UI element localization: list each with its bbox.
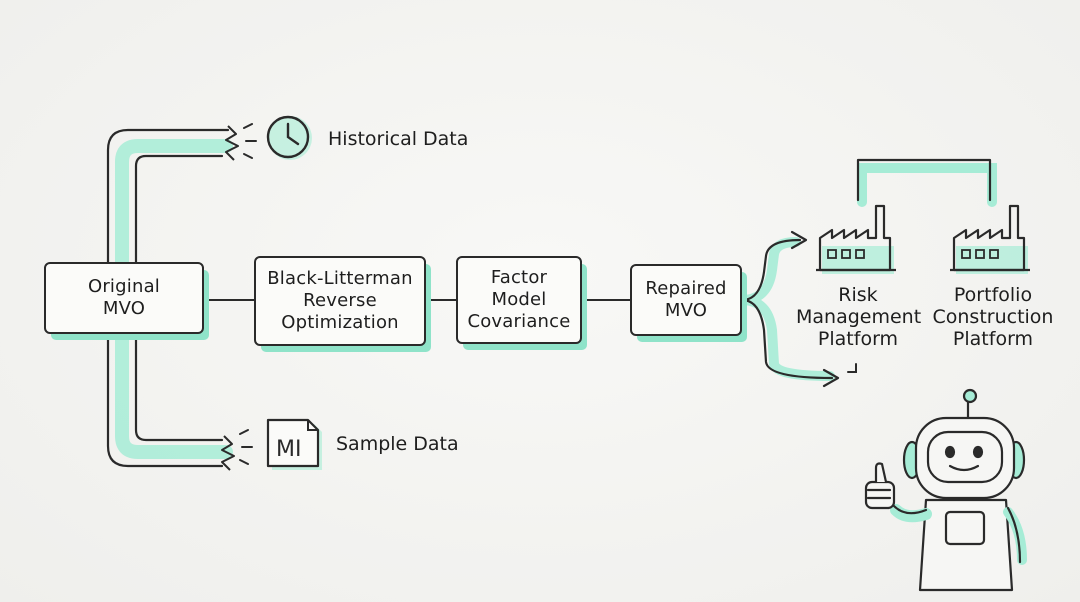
branch-connector-up: [740, 238, 802, 302]
platform-link-highlight: [857, 163, 997, 207]
historical-data-label: Historical Data: [328, 128, 469, 150]
arrow-head-risk: [790, 230, 808, 250]
arrow-head-down: [822, 368, 840, 388]
bracket-highlight: [115, 139, 233, 459]
break-mark-bottom: [221, 435, 235, 471]
svg-text:MI: MI: [276, 437, 301, 462]
repaired-mvo-box: Repaired MVO: [630, 264, 742, 336]
clock-icon: [266, 115, 312, 160]
branch-highlight: [737, 237, 835, 381]
branch-connector-down: [740, 298, 834, 380]
document-icon: MI: [266, 418, 322, 470]
factory-icon-portfolio: [950, 204, 1030, 274]
platform-link: [856, 158, 992, 202]
break-mark-top: [225, 125, 239, 161]
portfolio-platform-label: Portfolio Construction Platform: [932, 284, 1054, 350]
dash-marks-top: [243, 123, 257, 159]
bracket-bottom-connector: [106, 330, 224, 468]
small-return-tick: [847, 363, 857, 373]
factory-icon-risk: [816, 204, 896, 274]
original-mvo-box: Original MVO: [44, 262, 204, 334]
bracket-top-connector: [106, 128, 230, 264]
risk-platform-label: Risk Management Platform: [796, 284, 922, 350]
factor-model-box: Factor Model Covariance: [456, 256, 582, 344]
dash-marks-bottom: [239, 429, 253, 465]
sample-data-label: Sample Data: [336, 433, 459, 455]
black-litterman-box: Black-Litterman Reverse Optimization: [254, 256, 426, 346]
robot-thumbs-up-icon: [864, 388, 1027, 592]
